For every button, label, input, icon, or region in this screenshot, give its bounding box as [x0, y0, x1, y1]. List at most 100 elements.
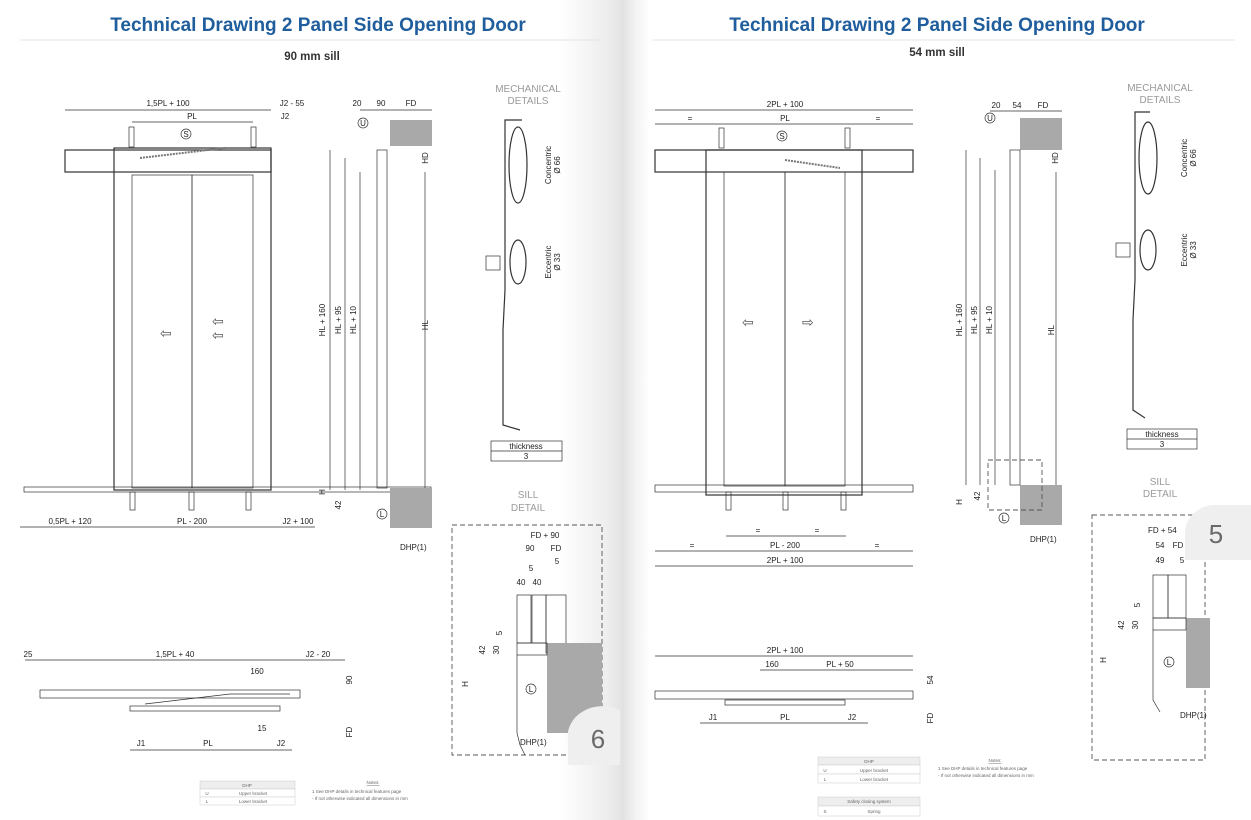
dim-label: 54: [926, 675, 935, 684]
dim-label: Concentric: [1180, 139, 1189, 177]
dim-label: 40: [517, 578, 526, 587]
arrow-right-icon: ⇨: [802, 314, 814, 330]
legend-header: Safety closing system: [847, 799, 891, 804]
upper-bracket: [250, 126, 257, 148]
lower-bracket: [245, 491, 252, 511]
wall-top: [390, 120, 432, 146]
dim-label: 42: [478, 645, 487, 654]
note-line: - If not otherwise indicated all dimensi…: [312, 796, 408, 801]
section-title: SILL: [518, 490, 539, 501]
hanger-plate: [502, 119, 522, 431]
dim-label: Ø 66: [553, 156, 562, 174]
dim-label: 40: [533, 578, 542, 587]
door-frame: [113, 147, 272, 491]
dim-label: J2: [277, 739, 286, 748]
dim-label: =: [688, 114, 693, 123]
dim-label: Ø 33: [553, 253, 562, 271]
page-number-tab: [567, 706, 620, 765]
dim-label: HL + 10: [349, 305, 358, 333]
dim-label: 5: [495, 630, 504, 635]
left-page: Technical Drawing 2 Panel Side Opening D…: [20, 15, 620, 806]
dim-label: PL: [780, 114, 790, 123]
safety-marker: S: [183, 130, 188, 139]
section-title: MECHANICAL: [495, 84, 561, 95]
dim-label: =: [875, 541, 880, 550]
dim-label: FD + 90: [531, 531, 560, 540]
section-title: DETAIL: [511, 503, 546, 514]
lower-bracket: [725, 491, 732, 511]
front-view: ⇦ ⇦ ⇦ S 1,5PL + 100 J2 - 55 PL J2 0,5PL …: [20, 99, 432, 528]
upper-bracket: [844, 127, 851, 149]
dim-label: 1,5PL + 100: [146, 99, 190, 108]
door-panel-right: [784, 171, 846, 487]
dim-label: 30: [1131, 620, 1140, 629]
legend-cell: [817, 805, 921, 817]
dim-label: Ø 33: [1189, 241, 1198, 259]
wall-bottom: [1020, 485, 1062, 525]
legend-cell: [199, 796, 296, 806]
dim-label: FD: [1038, 101, 1049, 110]
dim-label: FD: [406, 99, 417, 108]
dim-label: 90: [526, 544, 535, 553]
thickness-label: thickness: [509, 442, 542, 451]
legend-header: DHP: [864, 759, 874, 764]
lower-bracket: [188, 491, 195, 511]
page-number-tab: [1185, 505, 1251, 560]
dim-label: J2 - 55: [280, 99, 305, 108]
dim-label: =: [815, 526, 820, 535]
apron: [516, 655, 526, 756]
dhp-label: DHP(1): [1180, 711, 1207, 720]
dim-label: 49: [1156, 556, 1165, 565]
dim-label: =: [690, 541, 695, 550]
lower-bracket-marker: L: [1167, 658, 1172, 667]
upper-bracket: [718, 127, 725, 149]
notes-title: Notes:: [366, 780, 379, 785]
section-title: MECHANICAL: [1127, 83, 1193, 94]
panel-section: [1009, 149, 1021, 486]
dim-label: 54: [1013, 101, 1022, 110]
legend-cell: [817, 773, 921, 784]
dim-label: 42: [1117, 620, 1126, 629]
sill-profile: [516, 642, 548, 656]
safety-marker: S: [779, 132, 784, 141]
bolt-nut: [1115, 242, 1131, 258]
panel-plan: [144, 693, 290, 705]
dim-label: 160: [765, 660, 779, 669]
dim-label: HL + 95: [334, 305, 343, 333]
dim-label: FD + 54: [1148, 526, 1177, 535]
page-number: 6: [591, 724, 605, 754]
concentric-roller: [508, 126, 528, 204]
dim-label: 42: [973, 491, 982, 500]
legend: DHP U Upper bracket L Lower bracket Safe…: [817, 756, 1034, 817]
hanger-plate: [1132, 111, 1150, 419]
plan-view: 2PL + 100 160 PL + 50 54 J1 PL J2 FD: [654, 646, 935, 724]
thickness-value: 3: [524, 452, 529, 461]
dim-label: J1: [709, 713, 718, 722]
dim-label: 2PL + 100: [767, 556, 804, 565]
dim-label: J2 + 100: [283, 517, 314, 526]
track-plan: [39, 689, 301, 699]
door-frame: [705, 149, 863, 496]
dim-label: J1: [137, 739, 146, 748]
upper-bracket: [128, 126, 135, 148]
dim-label: HL + 160: [955, 303, 964, 336]
dim-label: 20: [992, 101, 1001, 110]
frame-section: [1167, 574, 1187, 619]
sill-profile: [1152, 617, 1187, 631]
door-panel-left: [723, 171, 786, 487]
dim-label: J2: [281, 112, 290, 121]
spring: [139, 147, 226, 159]
panel-section: [516, 594, 532, 644]
upper-bracket-marker: U: [987, 114, 993, 123]
section-title: DETAILS: [508, 96, 549, 107]
concentric-roller: [1138, 121, 1158, 195]
dim-label: H: [1099, 657, 1108, 663]
dim-label: 90: [377, 99, 386, 108]
dim-label: FD: [345, 726, 354, 737]
lower-bracket: [129, 491, 136, 511]
marker-circle: [525, 683, 537, 695]
track: [654, 149, 914, 173]
panel-section: [1152, 574, 1169, 619]
dim-label: PL + 50: [826, 660, 854, 669]
dim-label: FD: [551, 544, 562, 553]
